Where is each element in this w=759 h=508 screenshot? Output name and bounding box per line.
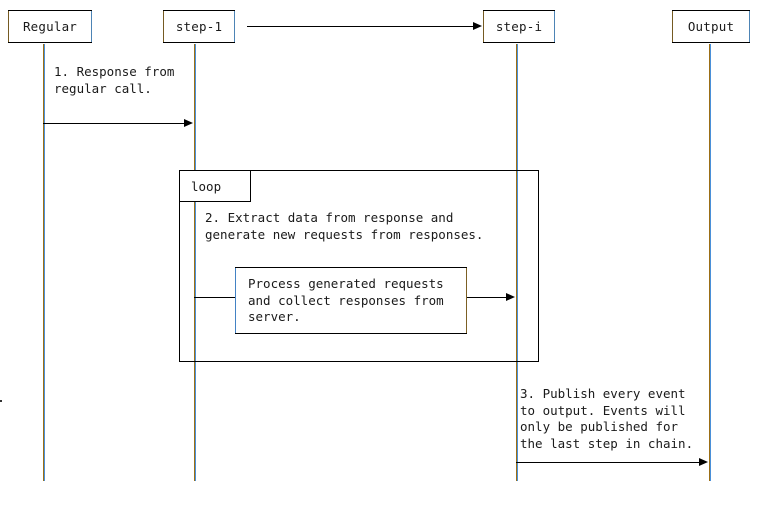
message-label-3: 3. Publish every event to output. Events… [520,386,694,451]
loop-fragment-frame [179,170,539,362]
lifeline-step-i [516,44,518,481]
participant-label-step-1: step-1 [175,19,223,34]
message-arrowhead-3 [699,457,708,466]
participant-step-1[interactable]: step-1 [163,10,235,43]
lifeline-step-1 [194,44,196,481]
participant-step-i[interactable]: step-i [483,10,555,43]
left-edge-tick [0,400,2,402]
message-arrowhead-2 [506,292,515,301]
note-process-generated-requests: Process generated requests and collect r… [235,267,467,334]
participant-label-step-i: step-i [495,19,543,34]
participant-output[interactable]: Output [672,10,750,43]
message-arrowhead-continuation [473,21,482,30]
lifeline-output [709,44,711,481]
message-arrow-continuation [247,26,474,27]
message-arrowhead-1 [184,118,193,127]
participant-label-regular: Regular [22,19,78,34]
message-label-2: 2. Extract data from response and genera… [205,210,484,242]
message-arrow-3 [516,462,700,463]
lifeline-regular [43,44,45,481]
message-label-1: 1. Response from regular call. [54,64,175,96]
message-arrow-1 [43,123,185,124]
participant-label-output: Output [687,19,735,34]
loop-operator-label: loop [191,178,222,194]
participant-regular[interactable]: Regular [8,10,92,43]
loop-fragment-label-box: loop [179,170,251,202]
